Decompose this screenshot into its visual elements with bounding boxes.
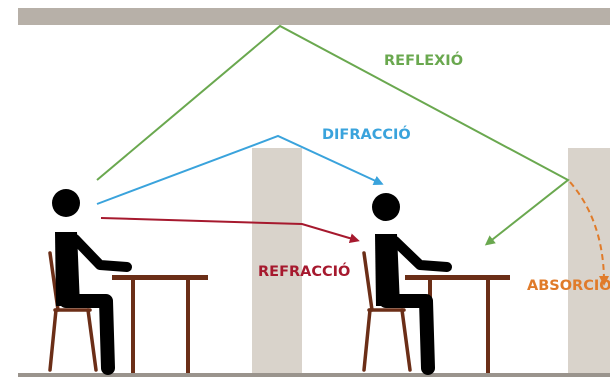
reflection-path bbox=[96, 24, 570, 246]
ceiling bbox=[18, 8, 610, 25]
partition-wall bbox=[252, 148, 302, 373]
table-icon bbox=[112, 275, 208, 373]
absorption-path bbox=[569, 181, 609, 286]
absorption-label: ABSORCIÓ bbox=[527, 276, 610, 294]
seated-person-icon bbox=[372, 193, 452, 375]
floor bbox=[18, 373, 610, 377]
refraction-path bbox=[100, 217, 360, 244]
refraction-label: REFRACCIÓ bbox=[258, 262, 350, 280]
chair-icon bbox=[362, 251, 412, 372]
reflection-label: REFLEXIÓ bbox=[384, 51, 463, 69]
right-wall bbox=[568, 148, 610, 373]
seated-person-icon bbox=[52, 189, 132, 375]
diffraction-path bbox=[96, 134, 384, 205]
diffraction-label: DIFRACCIÓ bbox=[322, 125, 411, 143]
